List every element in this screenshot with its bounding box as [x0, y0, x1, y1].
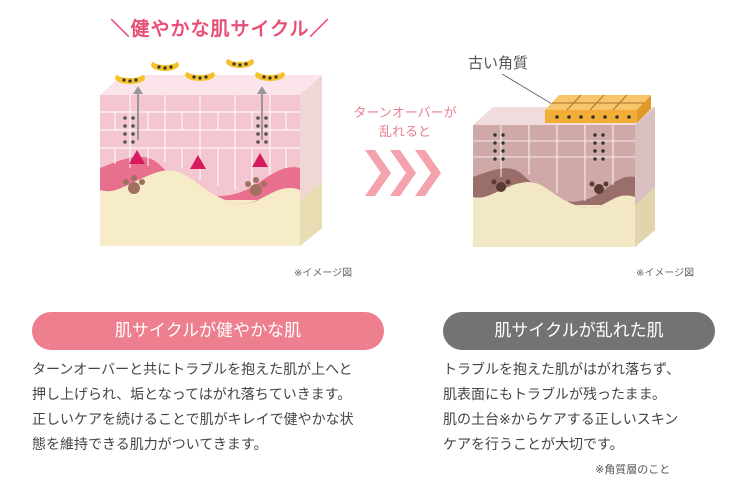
healthy-line-2: 押し上げられ、垢となってはがれ落ちていきます。 [32, 387, 352, 403]
disturbed-line-3: 肌の土台※からケアする正しいスキン [443, 412, 679, 428]
disturbed-line-4: ケアを行うことが大切です。 [443, 437, 624, 453]
healthy-line-4: 態を維持できる肌力がついてきます。 [32, 437, 268, 453]
healthy-cycle-title: ＼健やかな肌サイクル／ [110, 18, 330, 40]
healthy-skin-illustration [100, 54, 322, 246]
disturbed-skin-heading: 肌サイクルが乱れた肌 [443, 312, 715, 350]
healthy-skin-heading: 肌サイクルが健やかな肌 [32, 312, 384, 350]
right-image-note: ※イメージ図 [636, 268, 695, 279]
footnote: ※角質層のこと [595, 463, 671, 476]
healthy-skin-description: ターンオーバーと共にトラブルを抱えた肌が上へと 押し上げられ、垢となってはがれ落… [32, 358, 402, 458]
chevron-arrows-icon [365, 150, 441, 196]
left-image-note: ※イメージ図 [294, 268, 353, 279]
healthy-line-3: 正しいケアを続けることで肌がキレイで健やかな状 [32, 412, 354, 428]
healthy-line-1: ターンオーバーと共にトラブルを抱えた肌が上へと [32, 362, 353, 378]
transition-caption-line2: 乱れると [378, 125, 431, 140]
disturbed-skin-illustration [473, 94, 655, 247]
transition-caption: ターンオーバーが 乱れると [330, 104, 480, 142]
disturbed-skin-description: トラブルを抱えた肌がはがれ落ちず、 肌表面にもトラブルが残ったまま。 肌の土台※… [443, 358, 733, 458]
old-keratin-pointer [501, 73, 553, 105]
disturbed-line-1: トラブルを抱えた肌がはがれ落ちず、 [443, 362, 681, 378]
transition-caption-line1: ターンオーバーが [353, 106, 457, 121]
disturbed-line-2: 肌表面にもトラブルが残ったまま。 [443, 387, 667, 403]
old-keratin-label: 古い角質 [468, 54, 529, 72]
